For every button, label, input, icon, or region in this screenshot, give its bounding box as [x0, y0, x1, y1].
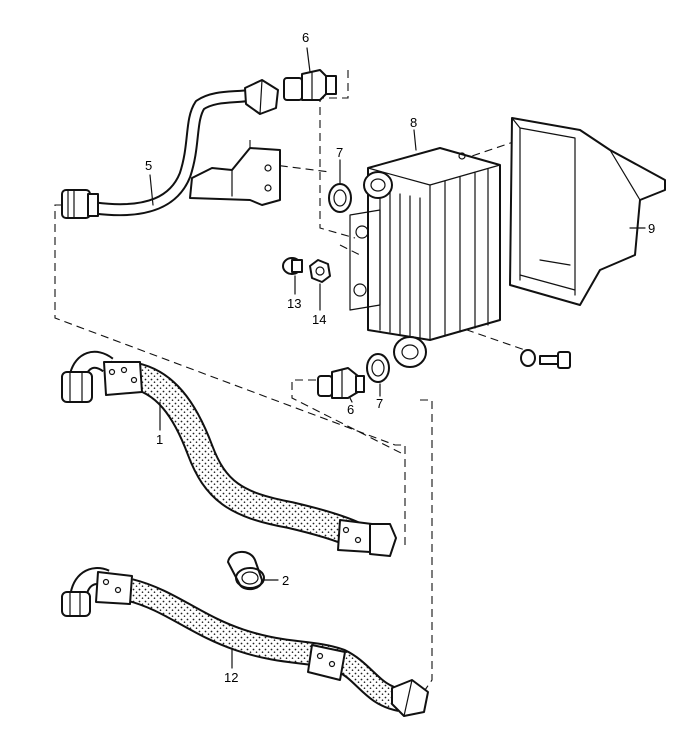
part-7-seal-ring-top	[328, 183, 352, 213]
callout-6-bottom: 6	[347, 402, 354, 417]
part-9-shroud	[509, 117, 666, 306]
part-6-union-fitting-bottom	[317, 367, 365, 399]
callout-9: 9	[648, 221, 655, 236]
part-13-plug	[282, 257, 303, 275]
callout-2: 2	[282, 573, 289, 588]
callout-5: 5	[145, 158, 152, 173]
part-2-hose-clamp	[227, 551, 265, 591]
callout-leader-lines	[149, 47, 646, 669]
callout-6-top: 6	[302, 30, 309, 45]
callout-labels: 6 7 8 5 9 13 14 6 7 1 2 12	[145, 30, 655, 685]
callout-7-bottom: 7	[376, 396, 383, 411]
part-8-oil-cooler	[349, 147, 501, 368]
callout-13: 13	[287, 296, 301, 311]
part-1-oil-hose	[61, 350, 397, 557]
part-14-threaded-nut	[309, 259, 331, 283]
callout-7-top: 7	[336, 145, 343, 160]
part-5-oil-pipe	[61, 79, 281, 219]
callout-8: 8	[410, 115, 417, 130]
callout-12: 12	[224, 670, 238, 685]
part-7-seal-ring-bottom	[366, 353, 390, 383]
callout-1: 1	[156, 432, 163, 447]
part-12-oil-hose	[61, 567, 429, 717]
part-6-union-fitting-top	[283, 69, 337, 101]
callout-14: 14	[312, 312, 326, 327]
washer-and-bolt	[520, 349, 571, 369]
